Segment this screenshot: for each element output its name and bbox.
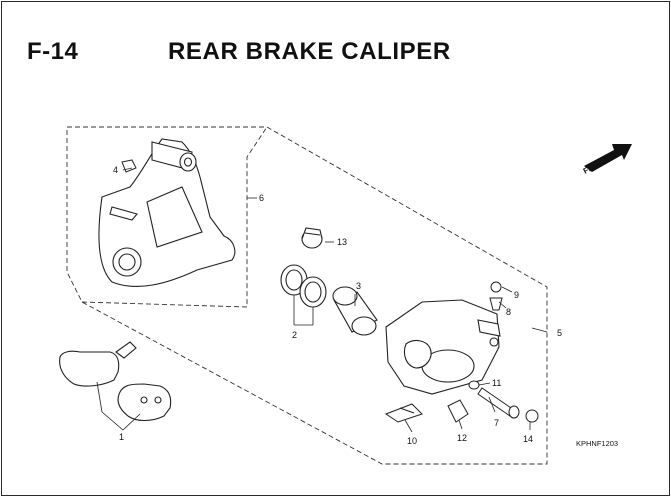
callout-5: 5 — [557, 328, 562, 338]
caliper-bracket — [98, 138, 236, 288]
leader-lines — [96, 167, 548, 433]
callout-11: 11 — [492, 378, 501, 388]
callout-6: 6 — [259, 193, 264, 203]
retainer-clip — [121, 159, 137, 173]
assembly-boundary — [66, 126, 548, 465]
callout-1: 1 — [119, 432, 124, 442]
callout-8: 8 — [506, 307, 511, 317]
callout-2: 2 — [292, 330, 297, 340]
slide-pin-hardware — [447, 380, 539, 423]
dust-boot — [301, 227, 323, 249]
callout-10: 10 — [407, 436, 417, 446]
callout-3: 3 — [356, 281, 361, 291]
diagram-code: KPHNF1203 — [576, 439, 618, 448]
section-code: F-14 — [27, 38, 79, 65]
callout-9: 9 — [514, 290, 519, 300]
caliper-piston — [332, 286, 378, 336]
pad-spring — [384, 403, 423, 423]
callout-13: 13 — [337, 237, 347, 247]
caliper-body — [385, 299, 501, 395]
page-title: REAR BRAKE CALIPER — [168, 38, 451, 65]
brake-pad-set — [59, 341, 172, 422]
bleeder-valve — [489, 281, 503, 311]
callout-labels: 4 6 13 3 2 9 8 5 11 7 12 14 10 1 — [113, 165, 562, 446]
callout-12: 12 — [457, 433, 467, 443]
piston-seal-set — [280, 264, 327, 308]
callout-4: 4 — [113, 165, 118, 175]
callout-7: 7 — [494, 418, 499, 428]
front-direction-arrow — [584, 144, 632, 172]
callout-14: 14 — [523, 434, 533, 444]
